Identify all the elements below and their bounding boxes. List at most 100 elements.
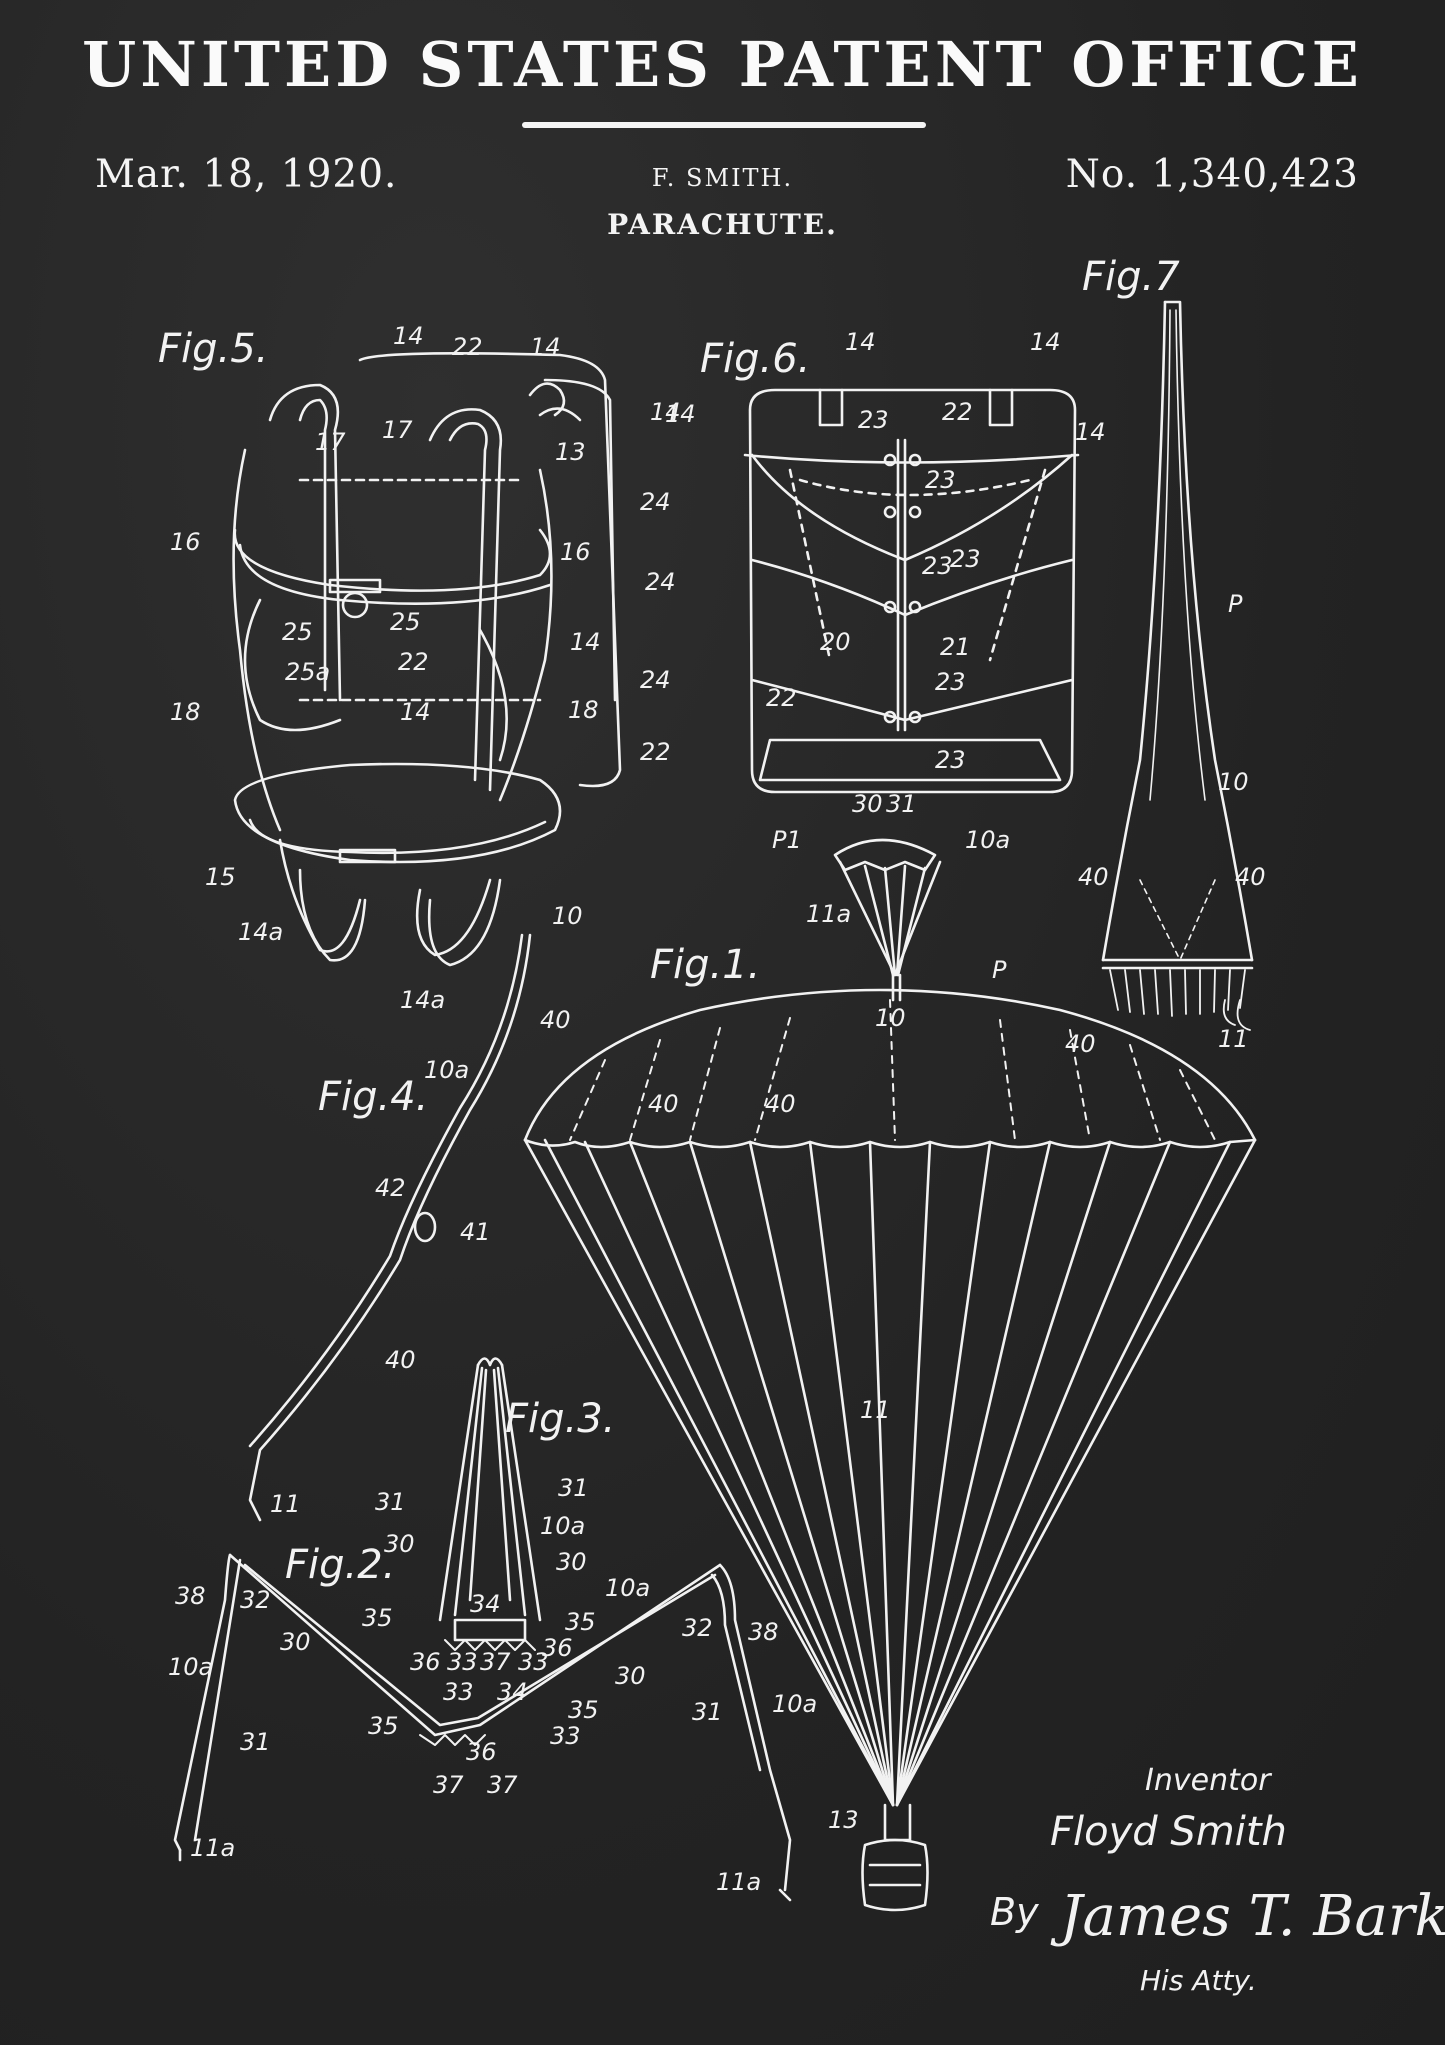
ref-label-fig5: 14 xyxy=(570,628,601,656)
ref-label-fig2: 35 xyxy=(368,1712,399,1740)
fig2-label: Fig.2. xyxy=(285,1542,395,1588)
ref-label-fig5: 22 xyxy=(452,333,483,361)
ref-label-fig1: 40 xyxy=(765,1090,796,1118)
ref-label-fig5: 24 xyxy=(640,666,671,694)
ref-label-fig2: 37 xyxy=(487,1771,518,1799)
ref-label-fig3: 30 xyxy=(384,1530,415,1558)
ref-label-fig7: 10 xyxy=(1218,768,1249,796)
ref-label-fig3: 10a xyxy=(540,1512,585,1540)
fig2-section-drawing xyxy=(173,1553,792,1902)
ref-label-fig6: 23 xyxy=(858,406,889,434)
ref-label-fig2: 10a xyxy=(772,1690,817,1718)
ref-label-fig2: 33 xyxy=(443,1678,474,1706)
ref-label-fig5: 18 xyxy=(568,696,599,724)
fig4-seam-drawing xyxy=(248,933,532,1522)
ref-label-fig3: 35 xyxy=(362,1604,393,1632)
ref-label-fig4: 11 xyxy=(270,1490,301,1518)
ref-label-fig5: 14 xyxy=(393,322,424,350)
ref-label-fig7: 40 xyxy=(1235,863,1266,891)
reference-labels: 14 22 14 17 17 13 14 16 16 24 24 25 25 25a 22 24 18 14 18 1… xyxy=(168,322,1266,1896)
ref-label-fig3: 31 xyxy=(375,1488,406,1516)
title-underline xyxy=(522,122,926,128)
fig6-pack-drawing xyxy=(743,388,1080,794)
ref-label-fig6: 22 xyxy=(942,398,973,426)
ref-label-fig4: 40 xyxy=(540,1006,571,1034)
ref-label-fig6: 23 xyxy=(925,466,956,494)
ref-label-fig6: 23 xyxy=(935,668,966,696)
ref-label-fig1: 13 xyxy=(828,1806,859,1834)
ref-label-fig5: 14 xyxy=(400,698,431,726)
attorney-signature: James T. Barkelew xyxy=(1050,1884,1445,1949)
ref-label-fig6: 20 xyxy=(820,628,851,656)
ref-label-fig_small: 11a xyxy=(806,900,851,928)
ref-label-fig6: 23 xyxy=(950,545,981,573)
ref-label-fig1: 10 xyxy=(875,1004,906,1032)
by-label: By xyxy=(990,1890,1039,1934)
attorney-label: His Atty. xyxy=(1140,1964,1257,1997)
ref-label-fig6: 21 xyxy=(940,633,971,661)
ref-label-fig1: 11 xyxy=(860,1396,891,1424)
ref-label-fig3: 34 xyxy=(470,1590,501,1618)
fig3-label: Fig.3. xyxy=(505,1396,615,1442)
ref-label-fig2: 35 xyxy=(568,1696,599,1724)
ref-label-fig2: 32 xyxy=(682,1614,713,1642)
ref-label-fig3: 35 xyxy=(565,1608,596,1636)
ref-label-fig5: 25 xyxy=(282,618,313,646)
fig5-label: Fig.5. xyxy=(158,326,268,372)
ref-label-fig5: 15 xyxy=(205,863,236,891)
ref-label-fig3: 36 xyxy=(410,1648,441,1676)
fig4-label: Fig.4. xyxy=(318,1074,428,1120)
ref-label-fig5: 25 xyxy=(390,608,421,636)
ref-label-fig5: 18 xyxy=(170,698,201,726)
ref-label-fig3: 31 xyxy=(558,1474,589,1502)
ref-label-fig7: 11 xyxy=(1218,1025,1249,1053)
fig5-harness-drawing xyxy=(232,352,622,967)
ref-label-fig_small: 30 xyxy=(852,790,883,818)
ref-label-fig5: 16 xyxy=(560,538,591,566)
ref-label-fig3: 33 xyxy=(447,1648,478,1676)
ref-label-fig2: 11a xyxy=(716,1868,761,1896)
ref-label-fig2: 32 xyxy=(240,1586,271,1614)
ref-label-fig3: 36 xyxy=(542,1634,573,1662)
ref-label-fig2: 33 xyxy=(550,1722,581,1750)
ref-label-fig4: 10 xyxy=(552,902,583,930)
ref-label-fig2: 34 xyxy=(497,1678,528,1706)
fig7-label: Fig.7 xyxy=(1082,254,1180,300)
ref-label-fig5: 24 xyxy=(640,488,671,516)
ref-label-fig1: P xyxy=(992,956,1007,984)
fig6-label: Fig.6. xyxy=(700,336,810,382)
ref-label-fig5: 17 xyxy=(315,428,346,456)
ref-label-fig5: 13 xyxy=(555,438,586,466)
ref-label-fig6: 14 xyxy=(1030,328,1061,356)
ref-label-fig2: 10a xyxy=(168,1653,213,1681)
fig1-parachute-drawing xyxy=(523,973,1257,1912)
ref-label-fig2: 31 xyxy=(240,1728,271,1756)
ref-label-fig6: 23 xyxy=(935,746,966,774)
ref-label-fig5: 24 xyxy=(645,568,676,596)
ref-label-fig5: 14 xyxy=(650,398,681,426)
ref-label-fig5: 16 xyxy=(170,528,201,556)
fig1-label: Fig.1. xyxy=(650,942,760,988)
ref-label-fig4: 10a xyxy=(424,1056,469,1084)
inventor-label: Inventor xyxy=(1145,1763,1272,1798)
ref-label-fig4: 42 xyxy=(375,1174,406,1202)
ref-label-fig5: 14 xyxy=(530,333,561,361)
patent-number: No. 1,340,423 xyxy=(1065,152,1359,197)
ref-label-fig3: 33 xyxy=(518,1648,549,1676)
ref-label-fig5: 22 xyxy=(398,648,429,676)
ref-label-fig5: 25a xyxy=(285,658,330,686)
ref-label-fig6: 22 xyxy=(766,684,797,712)
ref-label-fig2: 11a xyxy=(190,1834,235,1862)
patent-title: PARACHUTE. xyxy=(607,208,838,241)
fig3-panel-drawing xyxy=(438,1357,542,1651)
ref-label-fig3: 37 xyxy=(480,1648,511,1676)
ref-label-fig6: 23 xyxy=(922,552,953,580)
ref-label-fig6: 14 xyxy=(665,400,696,428)
ref-label-fig3: 30 xyxy=(556,1548,587,1576)
ref-label-fig7: P xyxy=(1228,590,1243,618)
ref-label-fig6: 14 xyxy=(1075,418,1106,446)
ref-label-fig_small: 31 xyxy=(886,790,917,818)
ref-label-fig5: 17 xyxy=(382,416,413,444)
